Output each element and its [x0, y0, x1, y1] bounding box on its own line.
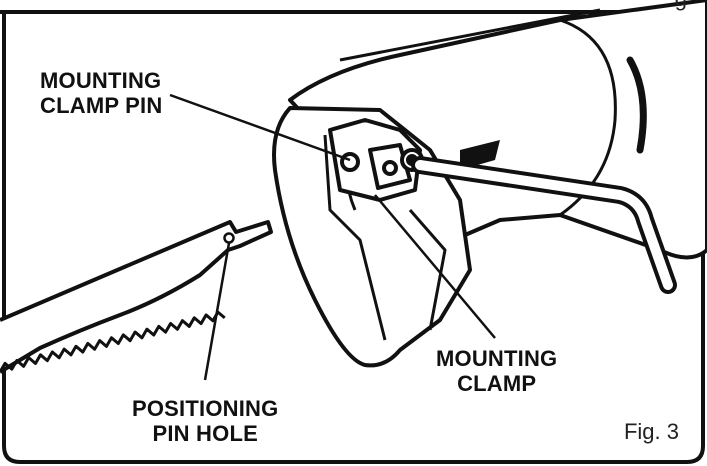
label-mounting-clamp-pin: MOUNTING CLAMP PIN	[40, 68, 162, 118]
leader-positioning-pin-hole	[203, 242, 231, 381]
label-mounting-clamp-line2: CLAMP	[457, 371, 537, 396]
leader-mounting-clamp-pin	[169, 93, 351, 162]
leader-mounting-clamp	[374, 194, 496, 339]
mounting-clamp-block	[328, 118, 424, 202]
top-text-fragment: g	[675, 0, 687, 12]
label-mounting-clamp-pin-line2: CLAMP PIN	[40, 93, 163, 118]
label-mounting-clamp: MOUNTING CLAMP	[436, 346, 557, 396]
body-slot	[460, 140, 500, 170]
panel-border	[2, 14, 705, 464]
label-mounting-clamp-line1: MOUNTING	[436, 346, 558, 371]
label-mounting-clamp-pin-line1: MOUNTING	[40, 68, 162, 93]
leader-lines	[169, 93, 496, 381]
saw-blade	[0, 220, 273, 374]
label-positioning-pin-hole: POSITIONING PIN HOLE	[132, 396, 278, 446]
figure-number: Fig. 3	[623, 419, 679, 444]
hex-key	[411, 156, 677, 294]
label-positioning-pin-hole-line1: POSITIONING	[132, 396, 279, 421]
label-positioning-pin-hole-line2: PIN HOLE	[152, 421, 258, 446]
